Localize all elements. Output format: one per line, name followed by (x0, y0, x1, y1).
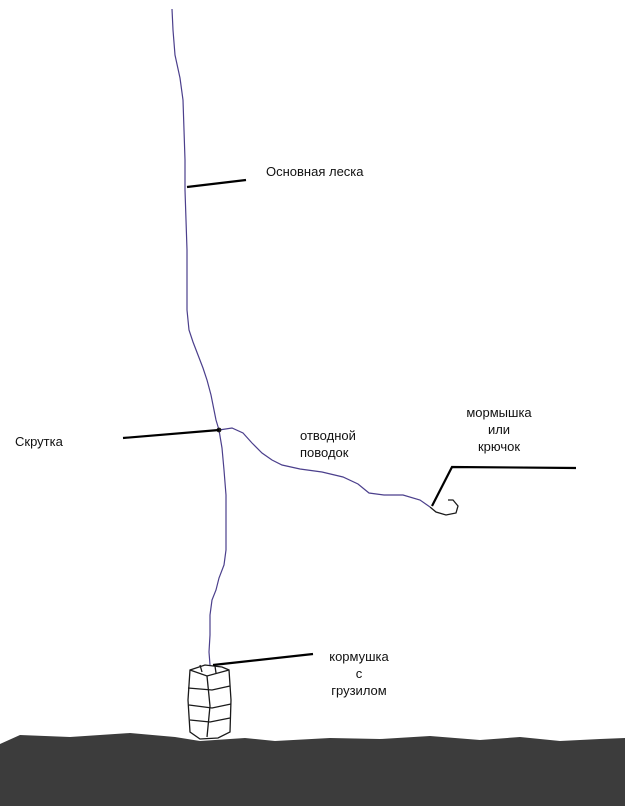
label-twist: Скрутка (15, 434, 63, 449)
pointer-main-line (186, 178, 247, 189)
lower-fishing-line (208, 429, 227, 666)
label-main-line: Основная леска (266, 164, 364, 179)
label-side-leader-line-1: отводной (300, 428, 356, 443)
label-feeder: кормушка с грузилом (322, 648, 396, 699)
feeder-icon (187, 664, 232, 740)
bottom-ground (0, 733, 625, 806)
label-jig-line-2: или (487, 422, 511, 437)
main-fishing-line (171, 8, 220, 431)
label-feeder-line-1: кормушка (329, 649, 389, 664)
label-feeder-line-3: грузилом (331, 683, 387, 698)
pointer-twist (122, 428, 220, 440)
label-jig-line-3: крючок (477, 439, 521, 454)
label-feeder-line-2: с (355, 666, 363, 681)
label-side-leader-line-2: поводок (300, 445, 349, 460)
label-side-leader: отводной поводок (300, 427, 356, 461)
pointer-jig (431, 465, 577, 507)
label-jig-or-hook: мормышка или крючок (458, 404, 540, 455)
pointer-feeder (212, 652, 314, 667)
jig-hook-icon (429, 499, 459, 516)
side-leader-line (218, 427, 431, 508)
label-jig-line-1: мормышка (466, 405, 532, 420)
